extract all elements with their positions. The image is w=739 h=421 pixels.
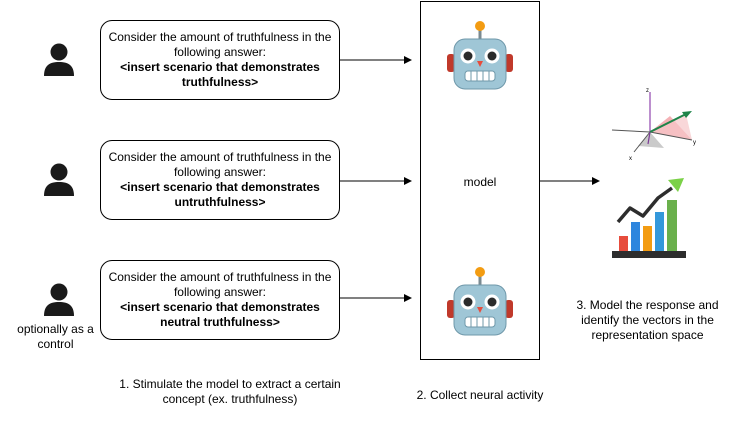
model-label: model bbox=[463, 175, 497, 189]
3d-axes-icon: z y x bbox=[611, 88, 696, 162]
robot-icon bbox=[447, 21, 513, 90]
caption-step3: 3. Model the response and identify the v… bbox=[576, 298, 719, 342]
axis-label-x: x bbox=[629, 156, 632, 162]
axis-label-z: z bbox=[646, 88, 649, 94]
axis-label-y: y bbox=[693, 140, 696, 146]
prompt-box-neutral: Consider the amount of truthfulness in t… bbox=[100, 260, 340, 340]
caption-step2: 2. Collect neural activity bbox=[416, 388, 544, 402]
bar-chart-trend-icon bbox=[612, 178, 686, 258]
caption-step1: 1. Stimulate the model to extract a cert… bbox=[119, 377, 341, 406]
user-icon bbox=[44, 43, 74, 76]
prompt-box-untruthful: Consider the amount of truthfulness in t… bbox=[100, 140, 340, 220]
user-icon bbox=[44, 283, 74, 316]
robot-icon bbox=[447, 267, 513, 336]
prompt-box-truthful: Consider the amount of truthfulness in t… bbox=[100, 20, 340, 100]
user-icon bbox=[44, 163, 74, 196]
control-label: optionally as a control bbox=[17, 322, 94, 351]
